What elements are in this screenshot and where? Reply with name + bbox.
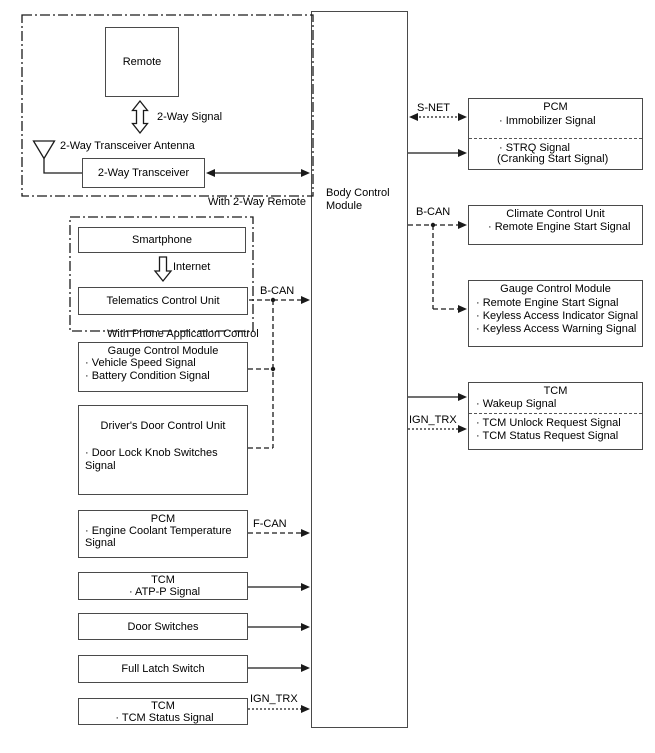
box-tcm-atp: TCM · ATP-P Signal	[78, 572, 248, 600]
bcm-title: Body Control Module	[326, 187, 390, 212]
internet-label: Internet	[173, 261, 211, 273]
box-remote: Remote	[105, 27, 179, 97]
box-title: TCM	[151, 574, 175, 586]
box-item: · STRQ Signal	[499, 142, 570, 154]
box-title: Driver's Door Control Unit	[100, 420, 226, 432]
box-door-switches: Door Switches	[78, 613, 248, 640]
smartphone-label: Smartphone	[132, 234, 192, 246]
box-item: · Remote Engine Start Signal	[476, 297, 619, 309]
box-item: · TCM Status Request Signal	[476, 430, 619, 442]
arrowhead-tcm-wakeup	[458, 393, 467, 401]
two-way-signal-arrow-icon	[131, 99, 149, 135]
box-full-latch-switch: Full Latch Switch	[78, 655, 248, 683]
box-item: · Remote Engine Start Signal	[488, 221, 631, 233]
arrowhead-tcm-atp	[301, 583, 310, 591]
box-drivers-door-control-unit: Driver's Door Control Unit · Door Lock K…	[78, 405, 248, 495]
box-item: · Engine Coolant Temperature Signal	[85, 525, 232, 549]
arrowhead-igntrx-left	[301, 705, 310, 713]
arrowhead-strq	[458, 149, 467, 157]
bus-label-igntrx-left: IGN_TRX	[250, 693, 298, 705]
box-item: · ATP-P Signal	[128, 586, 201, 598]
box-title: Full Latch Switch	[121, 663, 205, 675]
remote-label: Remote	[122, 56, 162, 68]
box-gauge-control-module-left: Gauge Control Module · Vehicle Speed Sig…	[78, 342, 248, 392]
box-item: · TCM Unlock Request Signal	[476, 417, 621, 429]
telematics-label: Telematics Control Unit	[106, 295, 220, 307]
arrowhead-right	[301, 169, 310, 177]
bus-label-fcan: F-CAN	[253, 518, 287, 530]
box-smartphone: Smartphone	[78, 227, 246, 253]
arrowhead-gauge-right	[458, 305, 467, 313]
bus-label-snet: S-NET	[417, 102, 450, 114]
box-item: · Battery Condition Signal	[85, 370, 210, 382]
box-body-control-module: Body Control Module	[311, 11, 408, 728]
arrowhead-bcan-right	[458, 221, 467, 229]
box-item: · Door Lock Knob Switches Signal	[85, 447, 218, 472]
remote-group-caption: With 2-Way Remote	[207, 196, 306, 208]
junction-dot	[430, 222, 436, 228]
arrowhead-full-latch	[301, 664, 310, 672]
arrowhead-left	[206, 169, 215, 177]
box-title: PCM	[150, 513, 176, 525]
arrowhead-snet-left	[409, 113, 418, 121]
box-tcm-status: TCM · TCM Status Signal	[78, 698, 248, 725]
box-item: · Vehicle Speed Signal	[85, 357, 196, 369]
box-telematics-control-unit: Telematics Control Unit	[78, 287, 248, 315]
arrowhead-door-switches	[301, 623, 310, 631]
box-title: TCM	[151, 700, 175, 712]
box-title: Door Switches	[127, 620, 199, 633]
box-gauge-control-module-right: Gauge Control Module · Remote Engine Sta…	[468, 280, 643, 347]
bus-label-bcan-left: B-CAN	[260, 285, 295, 297]
box-item: · TCM Status Signal	[115, 712, 214, 724]
arrowhead-snet-right	[458, 113, 467, 121]
box-item: · Wakeup Signal	[476, 398, 557, 410]
two-way-signal-label: 2-Way Signal	[157, 111, 223, 123]
antenna-feed-line	[43, 158, 82, 174]
box-pcm-left: PCM · Engine Coolant Temperature Signal	[78, 510, 248, 558]
box-two-way-transceiver: 2-Way Transceiver	[82, 158, 205, 188]
antenna-label: 2-Way Transceiver Antenna	[60, 140, 195, 152]
box-title: PCM	[543, 101, 568, 113]
box-item: · Keyless Access Indicator Signal	[476, 310, 639, 322]
box-climate-control-unit: Climate Control Unit · Remote Engine Sta…	[468, 205, 643, 245]
arrowhead-fcan	[301, 529, 310, 537]
bus-label-igntrx-right: IGN_TRX	[409, 414, 457, 426]
box-item: · Keyless Access Warning Signal	[476, 323, 637, 335]
box-item: (Cranking Start Signal)	[497, 153, 609, 165]
phone-group-caption: With Phone Application Control	[107, 328, 259, 340]
box-item: · Immobilizer Signal	[499, 115, 596, 127]
junction-dot	[270, 366, 276, 372]
transceiver-label: 2-Way Transceiver	[97, 167, 190, 179]
box-title: Gauge Control Module	[107, 345, 219, 357]
antenna-icon	[32, 140, 56, 160]
bus-label-bcan-right: B-CAN	[416, 206, 451, 218]
arrowhead-igntrx-right	[458, 425, 467, 433]
junction-dot	[270, 297, 276, 303]
arrowhead-bcan-left	[301, 296, 310, 304]
box-title: Climate Control Unit	[506, 208, 605, 220]
box-tcm-right: TCM · Wakeup Signal · TCM Unlock Request…	[468, 382, 643, 450]
box-pcm-right: PCM · Immobilizer Signal · STRQ Signal (…	[468, 98, 643, 170]
box-title: TCM	[543, 385, 568, 397]
box-title: Gauge Control Module	[500, 283, 611, 295]
internet-arrow-icon	[153, 256, 173, 283]
